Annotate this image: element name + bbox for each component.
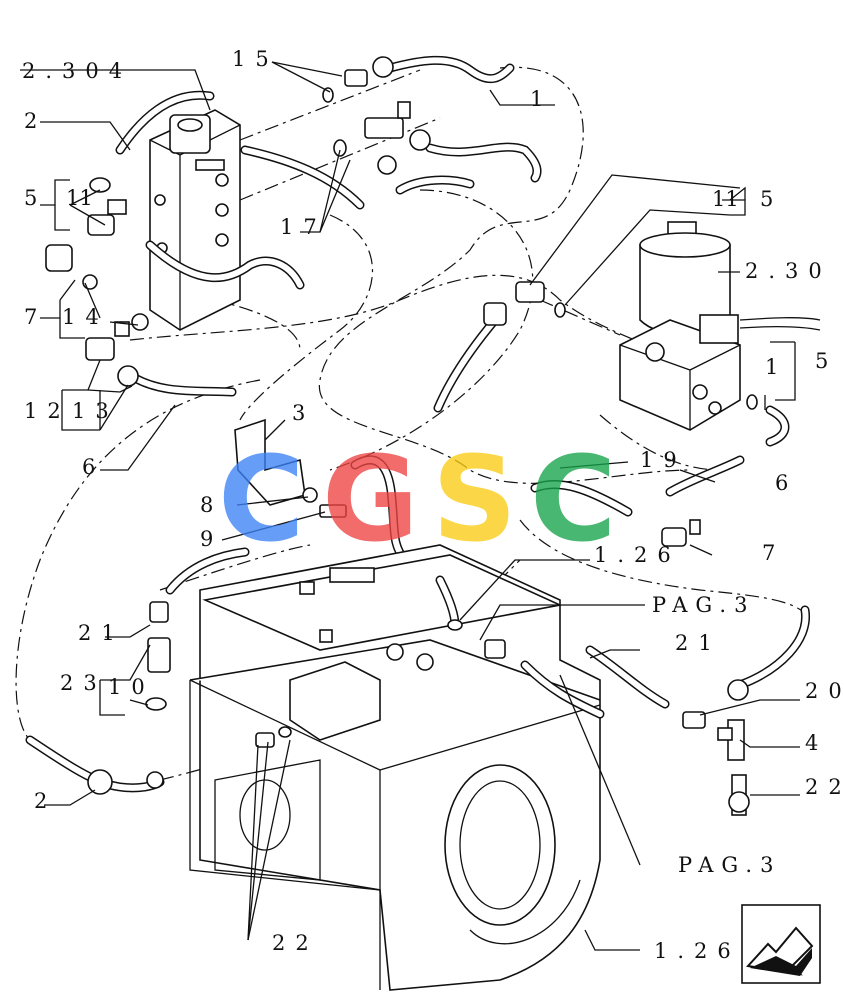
hoses-right: [530, 455, 811, 816]
label-5-mid: 5: [815, 349, 828, 373]
bracket-3: [234, 418, 347, 518]
label-3: 3: [292, 401, 305, 425]
label-6-right: 6: [775, 471, 788, 495]
label-11-left: 11: [66, 186, 93, 210]
fittings: [45, 56, 566, 387]
label-22-right: 22: [805, 775, 844, 799]
label-1: 1: [530, 87, 543, 111]
label-19: 19: [640, 448, 687, 472]
label-10: 10: [108, 675, 155, 699]
label-126-bottom: 1.26: [654, 939, 741, 963]
solenoid-valve-230: [619, 221, 821, 447]
label-2304: 2.304: [22, 59, 132, 83]
transmission-housing: [189, 544, 605, 991]
label-12: 12: [24, 399, 71, 423]
label-17: 17: [280, 215, 327, 239]
label-23: 23: [60, 671, 107, 695]
valve-block-2304: [149, 109, 241, 331]
label-9: 9: [200, 527, 213, 551]
watermark-letter-c1: C: [218, 430, 305, 568]
pipe-center: [25, 455, 410, 795]
label-pag3-bottom: PAG.3: [678, 853, 781, 877]
hoses-top: [115, 55, 542, 413]
label-pag3-top: PAG.3: [652, 593, 755, 617]
label-5-left: 5: [24, 186, 37, 210]
label-13: 13: [72, 399, 119, 423]
label-11-right: 11: [712, 187, 739, 211]
label-21-right: 21: [675, 631, 722, 655]
routing-lines: [15, 66, 811, 781]
label-14: 14: [62, 305, 109, 329]
label-6-left: 6: [82, 455, 95, 479]
label-21-left: 21: [78, 621, 125, 645]
watermark-cgsc: C G S C: [218, 430, 617, 568]
watermark-letter-s: S: [432, 430, 517, 568]
leader-lines: [20, 61, 800, 951]
part-labels: 2.304 15 1 2 5 11 17 11 5 2.30 7 14 1 5 …: [22, 47, 844, 963]
label-1-right: 1: [765, 355, 778, 379]
label-2-bottom: 2: [34, 789, 47, 813]
label-20: 20: [805, 679, 844, 703]
previous-page-button[interactable]: [741, 904, 821, 984]
label-22-bottom: 22: [272, 931, 319, 955]
label-5-right: 5: [760, 187, 773, 211]
label-7-right: 7: [762, 541, 775, 565]
label-2-top: 2: [24, 109, 37, 133]
label-230: 2.30: [745, 259, 832, 283]
label-4: 4: [805, 731, 818, 755]
watermark-letter-c2: C: [530, 430, 617, 568]
label-7-left: 7: [24, 305, 37, 329]
label-15-top: 15: [232, 47, 279, 71]
label-126-mid: 1.26: [594, 543, 681, 567]
label-8: 8: [200, 493, 213, 517]
watermark-letter-g: G: [322, 430, 419, 568]
